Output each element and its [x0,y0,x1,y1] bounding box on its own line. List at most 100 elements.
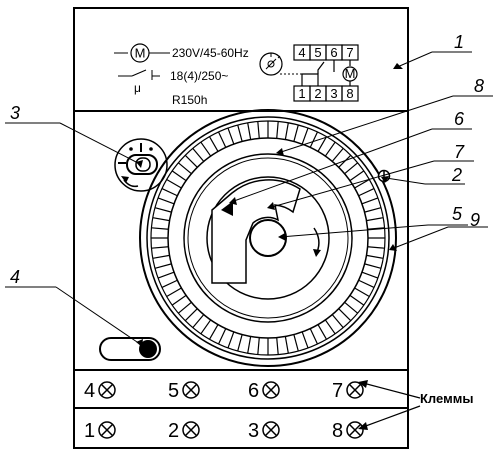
terminal-6-label: 6 [248,380,259,402]
dial-segment[interactable] [344,162,359,175]
dial-segment[interactable] [324,319,336,335]
spec-panel: M 230V/45-60Hz μ 18(4)/250~ R150h [114,43,283,107]
dial-segment[interactable] [358,188,375,197]
terminal-screw-icon[interactable] [346,381,364,399]
dial-segment[interactable] [366,217,384,222]
dial-segment[interactable] [293,334,299,352]
dial-segment[interactable] [364,263,382,269]
dial-segment[interactable] [284,336,289,354]
dial-segment[interactable] [171,170,187,182]
dial-segment[interactable] [227,331,235,349]
pin-4: 4 [298,45,305,60]
terminal-2-label: 2 [168,420,179,442]
dial-segment[interactable] [152,254,170,259]
dial-segment[interactable] [301,127,309,145]
dial-segment[interactable] [317,324,328,340]
dial-segment[interactable] [184,308,198,322]
dial-segment[interactable] [338,308,352,322]
dial-segment[interactable] [364,207,382,213]
dial-segment[interactable] [192,147,205,162]
dial-segment[interactable] [171,294,187,306]
dial-segment[interactable] [349,294,365,306]
terminals-arrows [358,380,421,430]
dial-segment[interactable] [284,122,289,140]
dial-segment[interactable] [358,279,375,288]
contact-rating: 18(4)/250~ [170,69,228,83]
dial-segment[interactable] [208,136,219,152]
dial-segment[interactable] [218,328,227,345]
dial-segments[interactable] [151,121,385,355]
callout-5: 5 [452,204,463,224]
callout-9: 9 [470,210,480,230]
terminal-screw-icon[interactable] [182,421,200,439]
dial-segment[interactable] [361,197,379,205]
pin-6: 6 [330,45,337,60]
pin-7: 7 [346,45,353,60]
callout-4: 4 [10,267,20,287]
dial-segment[interactable] [200,319,212,335]
dial-segment[interactable] [154,263,172,269]
dial-segment[interactable] [367,227,385,230]
wiring-diagram: M 4 5 6 7 1 2 3 8 [280,44,359,102]
dial-segment[interactable] [276,337,279,355]
dial-segment[interactable] [247,122,252,140]
dial-segment[interactable] [331,147,344,162]
dial-segment[interactable] [247,336,252,354]
terminal-screw-icon[interactable] [262,381,280,399]
terminal-screw-icon[interactable] [98,381,116,399]
terminals-label: Клеммы [420,391,473,406]
dial-segment[interactable] [152,217,170,222]
dial-segment[interactable] [151,246,169,249]
dial-segment[interactable] [344,301,359,314]
dial-segment[interactable] [200,141,212,157]
reserve-switch[interactable] [99,337,161,361]
voltage-rating: 230V/45-60Hz [172,46,249,60]
dial-segment[interactable] [257,121,260,139]
terminal-block: 4 5 6 7 1 2 3 8 [84,380,364,442]
dial-segment[interactable] [331,314,344,329]
dial-segment[interactable] [208,324,219,340]
dial-segment[interactable] [317,136,328,152]
terminal-screw-icon[interactable] [262,421,280,439]
dial-segment[interactable] [161,188,178,197]
dial-segment[interactable] [354,287,370,298]
program-sector [211,179,301,284]
dial-segment[interactable] [161,279,178,288]
dial-segment[interactable] [349,170,365,182]
terminal-screw-icon[interactable] [182,381,200,399]
dial-segment[interactable] [257,337,260,355]
dial-segment[interactable] [293,124,299,142]
dial-segment[interactable] [237,124,243,142]
dial-segment[interactable] [366,254,384,259]
dial-segment[interactable] [218,131,227,148]
dial-segment[interactable] [338,154,352,168]
dial-segment[interactable] [361,271,379,279]
terminal-screw-icon[interactable] [98,421,116,439]
mode-selector-switch[interactable] [114,138,168,192]
dial-segment[interactable] [184,154,198,168]
dial-segment[interactable] [324,141,336,157]
dial-segment[interactable] [276,121,279,139]
dial-segment[interactable] [151,227,169,230]
timer-dial[interactable] [139,109,397,367]
dial-segment[interactable] [309,131,318,148]
housing [73,7,409,449]
dial-segment[interactable] [166,287,182,298]
dial-segment[interactable] [154,207,172,213]
dial-segment[interactable] [301,331,309,349]
dial-segment[interactable] [166,178,182,189]
dial-segment[interactable] [367,246,385,249]
dial-segment[interactable] [177,162,192,175]
dial-segment[interactable] [157,197,175,205]
dial-segment[interactable] [354,178,370,189]
motor-symbol: M [135,46,146,61]
dial-segment[interactable] [227,127,235,145]
model-label: R150h [172,93,207,107]
dial-segment[interactable] [192,314,205,329]
dial-segment[interactable] [309,328,318,345]
dial-segment[interactable] [157,271,175,279]
dial-segment[interactable] [177,301,192,314]
dial-segment[interactable] [237,334,243,352]
terminal-screw-icon[interactable] [346,421,364,439]
